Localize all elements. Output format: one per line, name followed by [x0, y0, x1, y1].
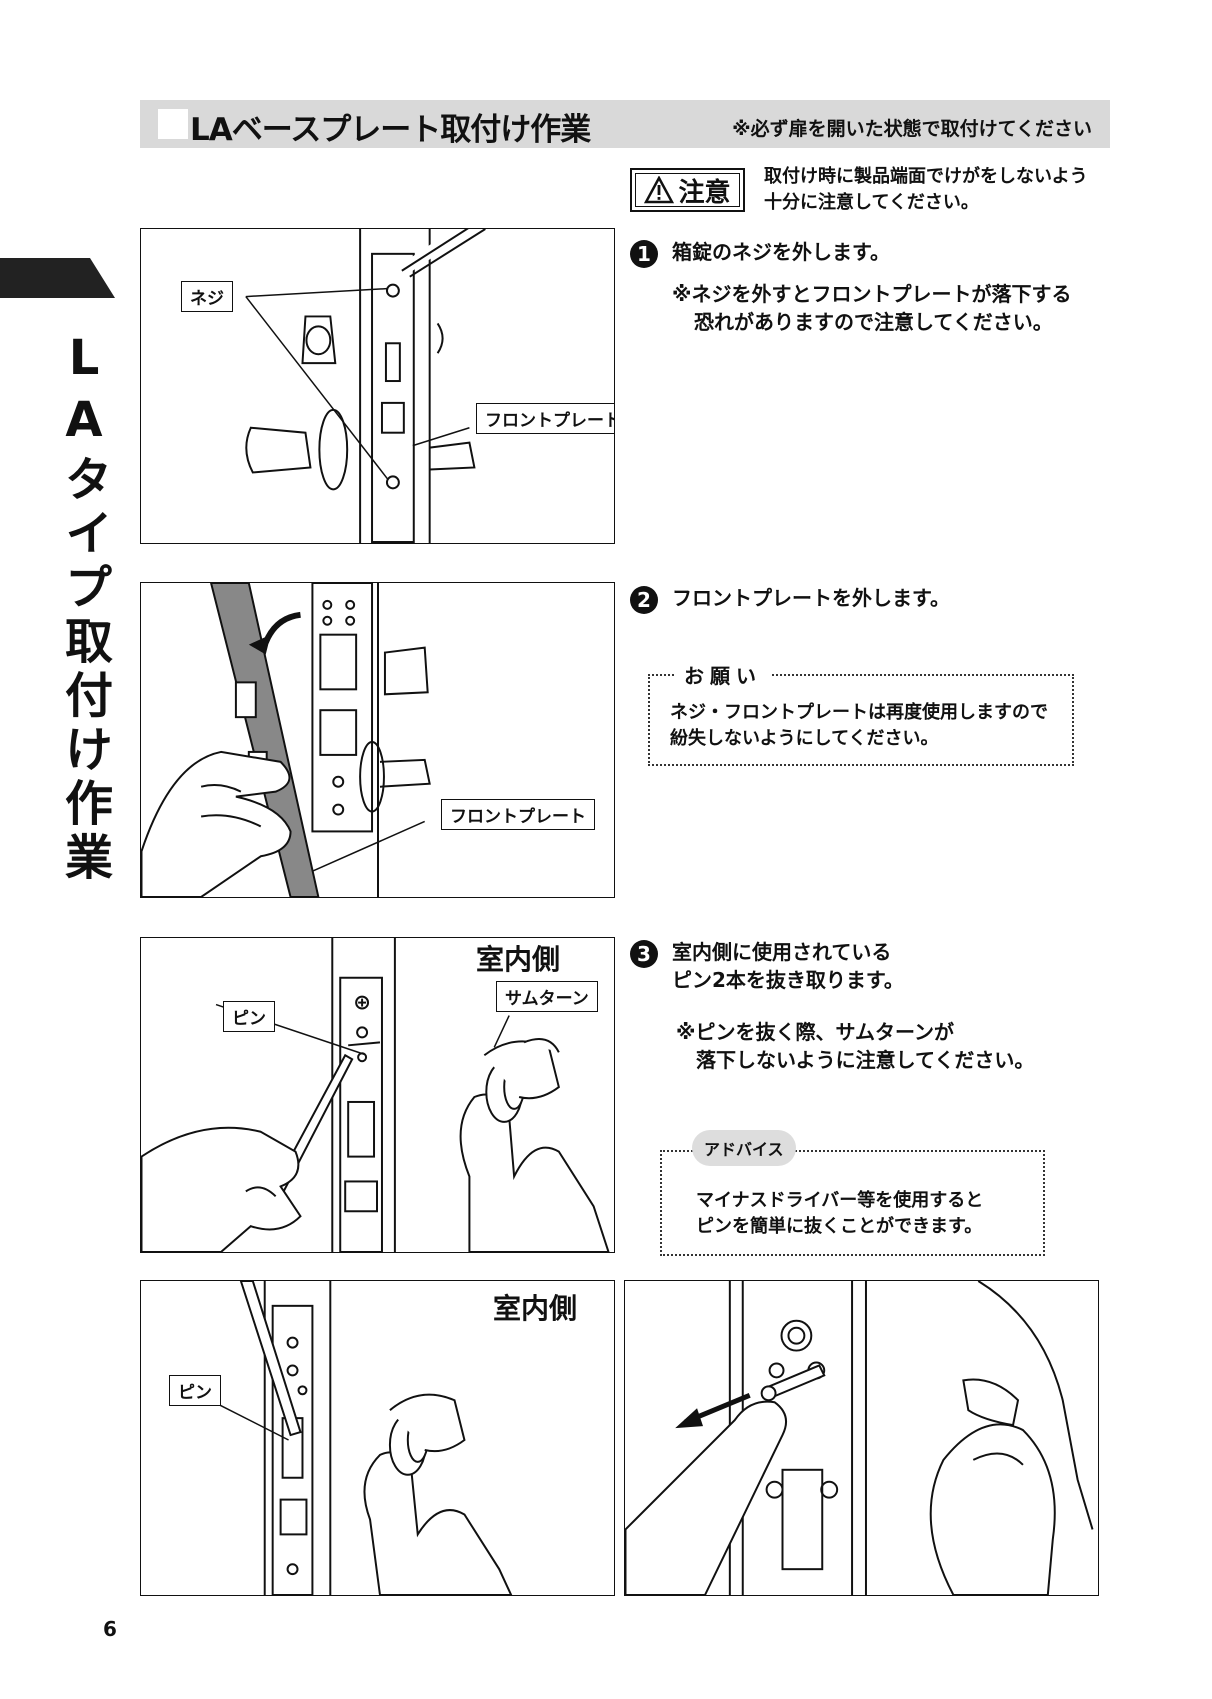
step-number-2: 2 — [630, 586, 658, 614]
illustration-panel-2: フロントプレート — [140, 582, 615, 898]
callout-front-plate: フロントプレート — [476, 403, 614, 434]
step-2-text: フロントプレートを外します。 — [672, 586, 950, 610]
page-number: 6 — [103, 1617, 117, 1641]
advice-line-2: ピンを簡単に抜くことができます。 — [696, 1216, 983, 1237]
caution-line-1: 取付け時に製品端面でけがをしないよう — [764, 166, 1088, 187]
request-title: お願い — [676, 660, 770, 689]
step-3-note-line-1: ※ピンを抜く際、サムターンが — [676, 1020, 955, 1044]
request-line-1: ネジ・フロントプレートは再度使用しますので — [670, 702, 1048, 723]
section-title: LAベースプレート取付け作業 — [190, 112, 591, 148]
caution-label: 注意 — [678, 177, 731, 208]
request-line-2: 紛失しないようにしてください。 — [670, 728, 939, 749]
step-number-3: 3 — [630, 940, 658, 968]
side-tab — [0, 258, 115, 298]
pin-extraction-closeup-illustration — [625, 1281, 1094, 1595]
illustration-panel-5 — [624, 1280, 1099, 1596]
illustration-panel-3: 室内側 ピン サムターン — [140, 937, 615, 1253]
lock-front-plate-illustration — [245, 229, 486, 543]
illustration-panel-1: ネジ フロントプレート — [140, 228, 615, 544]
side-chapter-title: LAタイプ取付け作業 — [56, 330, 112, 886]
front-plate-removal-illustration — [141, 583, 431, 897]
caution-badge: 注意 — [630, 168, 745, 212]
advice-title: アドバイス — [692, 1130, 796, 1166]
step-1-note-line-2: 恐れがありますので注意してください。 — [694, 310, 1053, 334]
callout-front-plate: フロントプレート — [441, 799, 595, 830]
pin-removal-illustration — [141, 938, 610, 1252]
request-box: お願い ネジ・フロントプレートは再度使用しますので 紛失しないようにしてください… — [648, 660, 1074, 766]
step-3-note-line-2: 落下しないように注意してください。 — [696, 1048, 1035, 1072]
step-1-text: 箱錠のネジを外します。 — [672, 240, 890, 264]
step-3-text-line-1: 室内側に使用されている — [672, 940, 892, 964]
illustration-panel-4: 室内側 ピン — [140, 1280, 615, 1596]
step-3-text-line-2: ピン2本を抜き取ります。 — [672, 968, 904, 992]
header-square — [158, 109, 188, 139]
step-1-note-line-1: ※ネジを外すとフロントプレートが落下する — [672, 282, 1072, 306]
step-number-1: 1 — [630, 240, 658, 268]
indoor-side-label: 室内側 — [493, 1292, 578, 1325]
warning-triangle-icon — [644, 176, 675, 204]
caution-line-2: 十分に注意してください。 — [764, 192, 979, 213]
callout-pin: ピン — [169, 1375, 221, 1406]
section-header: LAベースプレート取付け作業 ※必ず扉を開いた状態で取付けてください — [140, 100, 1110, 148]
pin-removal-closeup-illustration — [215, 1281, 513, 1595]
advice-line-1: マイナスドライバー等を使用すると — [696, 1190, 984, 1211]
callout-pin: ピン — [223, 1001, 275, 1032]
caution-text: 取付け時に製品端面でけがをしないよう 十分に注意してください。 — [764, 164, 1124, 216]
callout-thumbturn: サムターン — [496, 981, 598, 1012]
advice-box: アドバイス マイナスドライバー等を使用すると ピンを簡単に抜くことができます。 — [660, 1130, 1045, 1256]
header-note: ※必ず扉を開いた状態で取付けてください — [732, 118, 1092, 140]
indoor-side-label: 室内側 — [476, 943, 561, 976]
callout-screw: ネジ — [181, 281, 233, 312]
